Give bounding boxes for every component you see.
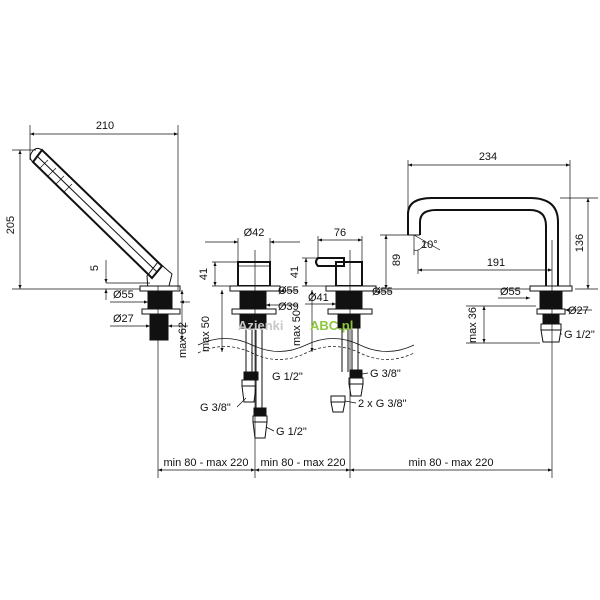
dim-m1-h41: 41	[198, 261, 238, 287]
watermark-left: Azienki	[238, 318, 284, 333]
dim-hs-max62: max 62	[177, 290, 189, 358]
sp-h89-label: 89	[391, 254, 403, 266]
m1-d39-label: Ø39	[278, 301, 299, 313]
dim-m2-max50: max 50	[291, 290, 314, 352]
m2-d41-label: Ø41	[308, 292, 329, 304]
hs-max62-label: max 62	[177, 322, 189, 358]
dim-hs-offset: 5	[89, 260, 150, 300]
watermark: Azienki ABC.pl	[238, 318, 353, 333]
dim-m2-h41: 41	[289, 257, 326, 287]
m1-h41-label: 41	[198, 268, 210, 280]
c2-thread-b: 2 x G 3/8"	[358, 398, 407, 410]
sp-reach-label: 191	[487, 257, 505, 269]
hs-d55-label: Ø55	[113, 289, 134, 301]
dim-sp-max36: max 36	[466, 305, 540, 344]
c1-thread-a: G 1/2"	[272, 371, 303, 383]
c2-thread-a: G 3/8"	[370, 368, 401, 380]
sp-width-label: 234	[479, 151, 497, 163]
hand-shower	[29, 147, 181, 478]
dim-spacing: min 80 - max 220 min 80 - max 220 min 80…	[158, 457, 552, 472]
hs-width-label: 210	[96, 120, 114, 132]
sp-h136-label: 136	[574, 234, 586, 252]
dim-hs-height: 205	[5, 149, 140, 290]
sp-thread-label: G 1/2"	[564, 329, 595, 341]
mixer-1	[229, 250, 281, 478]
m1-max50-label: max 50	[200, 316, 212, 352]
spout	[407, 197, 573, 478]
dim-m1-d42: Ø42	[205, 227, 300, 262]
m2-h41-label: 41	[289, 266, 301, 278]
sp-max36-label: max 36	[467, 307, 479, 343]
dim-m2-w76: 76	[317, 227, 363, 262]
dim-sp-angle: 10°	[413, 234, 441, 255]
dim-sp-reach: 191	[417, 250, 552, 274]
spacing-3-label: min 80 - max 220	[409, 457, 494, 469]
dim-sp-width: 234	[407, 151, 571, 286]
m2-d55-label: Ø55	[372, 286, 393, 298]
dim-m1-diam: Ø55 Ø39	[266, 285, 299, 313]
m1-d55-label: Ø55	[278, 285, 299, 297]
c1-thread-b: G 3/8"	[200, 402, 231, 414]
dim-sp-h136: 136	[560, 197, 598, 290]
c1-thread-c: G 1/2"	[276, 426, 307, 438]
sp-angle-label: 10°	[421, 239, 438, 251]
dim-sp-h89: 89	[380, 234, 530, 290]
dim-sp-diam: Ø55 Ø27	[498, 286, 592, 317]
hs-height-label: 205	[5, 216, 17, 234]
hs-offset-label: 5	[89, 265, 101, 271]
mixer-2	[315, 250, 377, 478]
m2-max50-label: max 50	[291, 310, 303, 346]
spacing-2-label: min 80 - max 220	[261, 457, 346, 469]
dim-hs-width: 210	[29, 120, 179, 290]
m2-w76-label: 76	[334, 227, 346, 239]
hs-d27-label: Ø27	[113, 313, 134, 325]
watermark-right: ABC.pl	[310, 318, 353, 333]
spacing-1-label: min 80 - max 220	[164, 457, 249, 469]
sp-d55-label: Ø55	[500, 286, 521, 298]
sp-d27-label: Ø27	[568, 305, 589, 317]
m1-d42-label: Ø42	[244, 227, 265, 239]
